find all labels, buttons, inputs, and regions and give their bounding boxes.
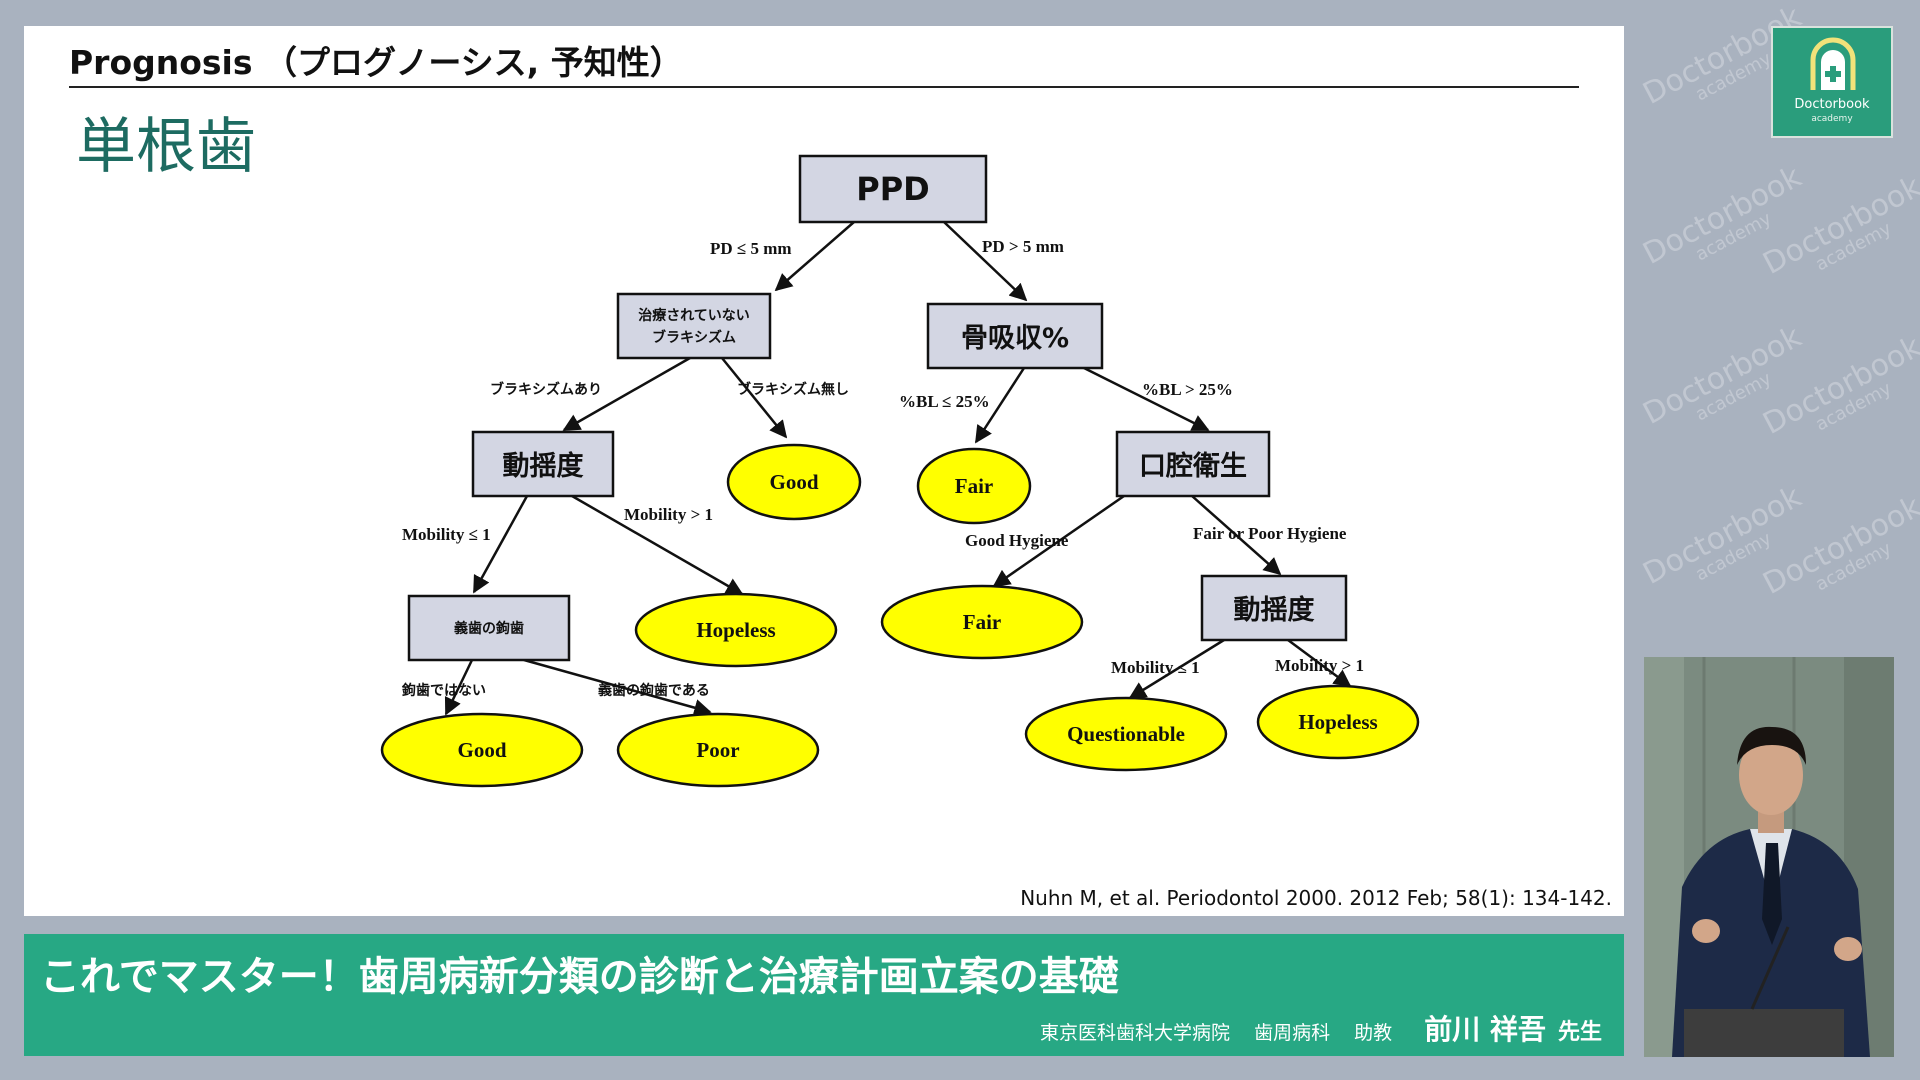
edge-label-pd-le5: PD ≤ 5 mm bbox=[710, 239, 792, 258]
logo-text: Doctorbook bbox=[1794, 97, 1870, 112]
arch-cross-icon bbox=[1810, 37, 1856, 90]
edge-label-good-hygiene: Good Hygiene bbox=[965, 531, 1069, 550]
edge-label-is-abutment: 義歯の鉤歯である bbox=[598, 682, 710, 699]
svg-text:骨吸収%: 骨吸収% bbox=[961, 323, 1069, 354]
logo-subtext: academy bbox=[1811, 114, 1853, 124]
svg-text:Good: Good bbox=[457, 738, 506, 762]
edge-label-pd-gt5: PD > 5 mm bbox=[982, 237, 1064, 256]
edge-mobility-hopeless-right bbox=[1287, 638, 1352, 688]
presenter-name: 前川 祥吾 bbox=[1424, 1013, 1546, 1046]
edge-label-mob-le1-right: Mobility ≤ 1 bbox=[1111, 658, 1200, 677]
edge-label-bl-le25: %BL ≤ 25% bbox=[899, 392, 990, 411]
outcome-poor: Poor bbox=[616, 712, 820, 788]
svg-text:Hopeless: Hopeless bbox=[1298, 710, 1377, 734]
doctorbook-logo: Doctorbook academy bbox=[1771, 26, 1893, 138]
edge-mobility-questionable bbox=[1128, 638, 1225, 700]
edge-bone-fair bbox=[974, 367, 1026, 444]
node-bone-loss: 骨吸収% bbox=[926, 302, 1104, 370]
edge-mobility-abutment bbox=[472, 495, 529, 594]
lecture-banner: これでマスター！歯周病新分類の診断と治療計画立案の基礎 東京医科歯科大学病院 歯… bbox=[24, 934, 1624, 1056]
node-abutment-tooth: 義歯の鉤歯 bbox=[407, 594, 571, 662]
svg-text:義歯の鉤歯: 義歯の鉤歯 bbox=[454, 620, 524, 637]
citation: Nuhn M, et al. Periodontol 2000. 2012 Fe… bbox=[1020, 886, 1612, 910]
edge-label-not-abutment: 鉤歯ではない bbox=[401, 682, 486, 699]
edge-label-brux-yes: ブラキシズムあり bbox=[490, 381, 602, 398]
affiliation-hospital: 東京医科歯科大学病院 bbox=[1040, 1022, 1231, 1044]
outcome-hopeless-left: Hopeless bbox=[634, 592, 838, 668]
svg-text:Fair: Fair bbox=[955, 474, 993, 498]
node-mobility-right: 動揺度 bbox=[1200, 574, 1348, 642]
edge-brux-good bbox=[721, 357, 788, 439]
lecture-title: これでマスター！歯周病新分類の診断と治療計画立案の基礎 bbox=[40, 954, 1119, 1000]
edge-ppd-brux bbox=[774, 221, 855, 292]
node-ppd: PPD bbox=[798, 154, 988, 224]
svg-text:ブラキシズム: ブラキシズム bbox=[652, 329, 736, 346]
edge-label-fair-poor-hygiene: Fair or Poor Hygiene bbox=[1193, 524, 1347, 543]
edge-hygiene-mobility bbox=[1191, 495, 1282, 576]
outcome-good-top: Good bbox=[726, 443, 862, 521]
prognosis-decision-tree: PD ≤ 5 mm PD > 5 mm ブラキシズムあり ブラキシズム無し %B… bbox=[380, 154, 1420, 788]
outcome-hopeless-right: Hopeless bbox=[1256, 684, 1420, 760]
edge-abutment-poor bbox=[523, 658, 712, 717]
svg-text:Questionable: Questionable bbox=[1067, 722, 1185, 746]
outcome-good-bottom: Good bbox=[380, 712, 584, 788]
svg-text:Fair: Fair bbox=[963, 610, 1001, 634]
svg-text:動揺度: 動揺度 bbox=[503, 450, 584, 482]
edge-mobility-hopeless bbox=[571, 494, 744, 596]
presenter-video bbox=[1644, 657, 1894, 1057]
edge-hygiene-fair bbox=[992, 494, 1125, 588]
presenter-affiliation: 東京医科歯科大学病院 歯周病科 助教 前川 祥吾 先生 bbox=[1022, 1008, 1602, 1048]
edge-abutment-good bbox=[444, 659, 474, 716]
node-untreated-bruxism: 治療されていない ブラキシズム bbox=[616, 292, 772, 360]
svg-text:Good: Good bbox=[769, 470, 818, 494]
presenter-honorific: 先生 bbox=[1557, 1020, 1602, 1045]
node-mobility-left: 動揺度 bbox=[471, 430, 615, 498]
node-oral-hygiene: 口腔衛生 bbox=[1115, 430, 1271, 498]
edge-ppd-bone bbox=[943, 221, 1028, 302]
svg-text:Poor: Poor bbox=[696, 738, 739, 762]
affiliation-department: 歯周病科 bbox=[1254, 1022, 1331, 1044]
outcome-fair-top: Fair bbox=[916, 447, 1032, 525]
svg-text:Hopeless: Hopeless bbox=[696, 618, 775, 642]
edge-bone-hygiene bbox=[1083, 366, 1210, 432]
slide-title: Prognosis （プログノーシス, 予知性） bbox=[69, 43, 683, 82]
edge-label-brux-no: ブラキシズム無し bbox=[737, 381, 849, 398]
presenter-image bbox=[1644, 657, 1894, 1057]
svg-text:PPD: PPD bbox=[856, 170, 929, 208]
edge-label-mob-gt1-right: Mobility > 1 bbox=[1275, 656, 1364, 675]
svg-text:治療されていない: 治療されていない bbox=[638, 307, 750, 324]
svg-text:口腔衛生: 口腔衛生 bbox=[1139, 450, 1247, 482]
edge-label-mob-gt1-left: Mobility > 1 bbox=[624, 505, 713, 524]
affiliation-position: 助教 bbox=[1354, 1022, 1393, 1044]
title-divider bbox=[69, 86, 1579, 88]
edge-label-bl-gt25: %BL > 25% bbox=[1142, 380, 1233, 399]
slide: Prognosis （プログノーシス, 予知性） 単根歯 PD ≤ bbox=[24, 26, 1624, 916]
edge-label-mob-le1-left: Mobility ≤ 1 bbox=[402, 525, 491, 544]
edge-brux-mobility bbox=[562, 356, 691, 432]
outcome-fair-mid: Fair bbox=[880, 584, 1084, 660]
svg-text:動揺度: 動揺度 bbox=[1234, 594, 1315, 626]
slide-subtitle: 単根歯 bbox=[76, 112, 256, 182]
outcome-questionable: Questionable bbox=[1024, 696, 1228, 772]
edges bbox=[444, 221, 1352, 717]
